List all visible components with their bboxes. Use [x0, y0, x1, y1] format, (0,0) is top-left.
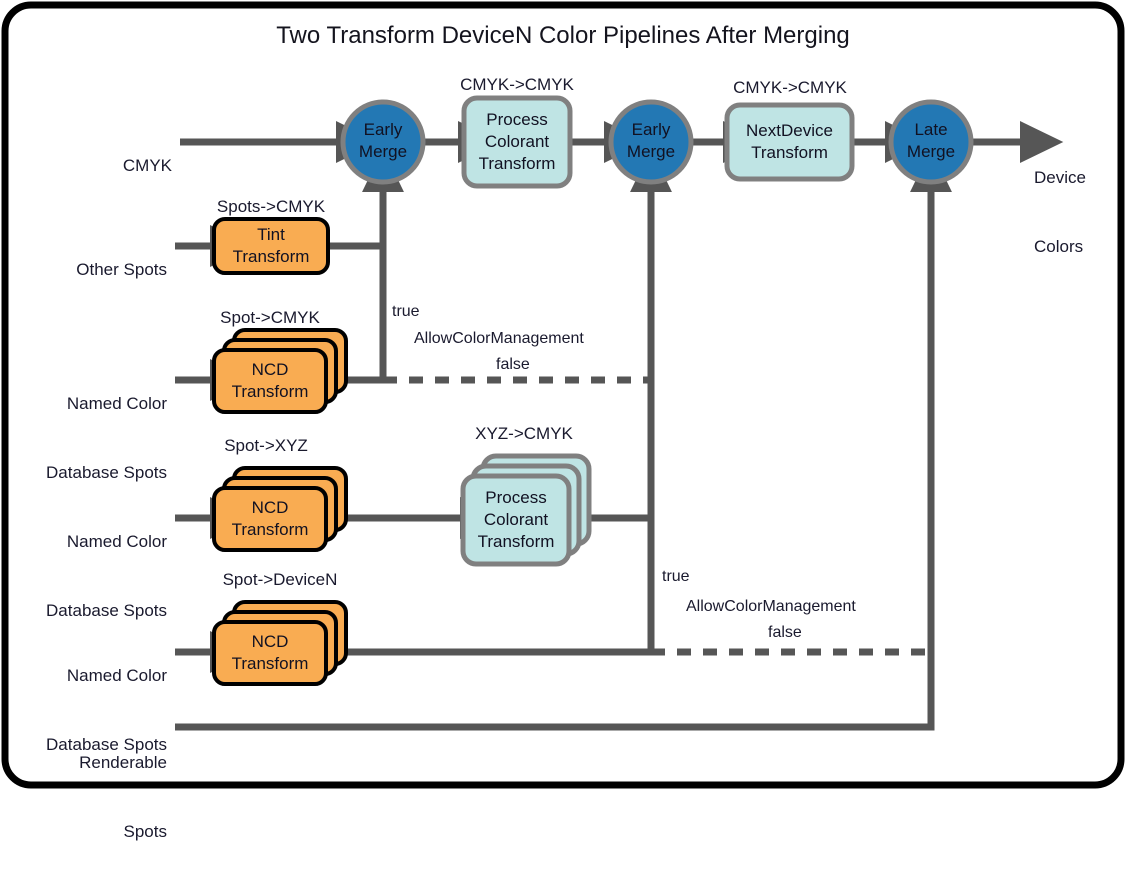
- input-ncds3-line2: Database Spots: [46, 735, 167, 754]
- input-named-color-db-spots-3-label: Named Color Database Spots: [0, 618, 167, 802]
- caption-ncd-transform-xyz: Spot->XYZ: [224, 436, 308, 455]
- page-title: Two Transform DeviceN Color Pipelines Af…: [276, 22, 850, 49]
- output-line1: Device: [1034, 168, 1086, 187]
- input-named-color-db-spots-1-label: Named Color Database Spots: [0, 346, 167, 530]
- caption-next-device-transform: CMYK->CMYK: [733, 78, 847, 97]
- input-renderable-line2: Spots: [123, 822, 167, 841]
- diagram-vector-layer: [1, 1, 1125, 789]
- node-ncd-transform-xyz[interactable]: [212, 466, 348, 552]
- input-ncds1-line1: Named Color: [66, 394, 167, 413]
- node-ncd-transform-devicen[interactable]: [212, 600, 348, 686]
- node-process-colorant-transform-top[interactable]: [461, 95, 573, 189]
- input-cmyk-label: CMYK: [0, 131, 172, 200]
- node-late-merge[interactable]: [888, 99, 974, 185]
- connector-renderable-spots-to-late-merge: [175, 148, 952, 731]
- condition-lower-false: false: [768, 624, 802, 641]
- node-next-device-transform[interactable]: [724, 102, 855, 182]
- node-process-colorant-transform-xyz[interactable]: [460, 453, 592, 567]
- input-renderable-line1: Renderable: [79, 753, 167, 772]
- input-renderable-spots-label: Renderable Spots: [0, 705, 167, 889]
- condition-upper-property: AllowColorManagement: [414, 330, 584, 347]
- input-ncds3-line1: Named Color: [66, 666, 167, 685]
- node-ncd-transform-cmyk[interactable]: [212, 328, 348, 414]
- input-other-spots-label: Other Spots: [0, 235, 167, 304]
- caption-tint-transform: Spots->CMYK: [216, 197, 326, 216]
- input-ncds2-line2: Database Spots: [46, 601, 167, 620]
- node-early-merge-1[interactable]: [340, 99, 426, 185]
- input-ncds1-line2: Database Spots: [46, 463, 167, 482]
- output-line2: Colors: [1034, 237, 1084, 256]
- condition-lower-property: AllowColorManagement: [686, 598, 856, 615]
- diagram-frame: [1, 1, 1125, 789]
- diagram-canvas: Two Transform DeviceN Color Pipelines Af…: [0, 1, 1126, 841]
- caption-process-colorant-transform-xyz: XYZ->CMYK: [475, 424, 573, 443]
- caption-process-colorant-transform-top: CMYK->CMYK: [460, 75, 574, 94]
- input-ncds2-line1: Named Color: [66, 532, 167, 551]
- caption-ncd-transform-devicen: Spot->DeviceN: [222, 570, 338, 589]
- node-tint-transform[interactable]: [212, 217, 330, 275]
- caption-ncd-transform-cmyk: Spot->CMYK: [220, 308, 320, 327]
- input-other-spots-line1: Other Spots: [76, 260, 167, 279]
- node-early-merge-2[interactable]: [608, 99, 694, 185]
- input-named-color-db-spots-2-label: Named Color Database Spots: [0, 484, 167, 668]
- condition-lower-true: true: [662, 568, 690, 585]
- input-cmyk-line1: CMYK: [122, 156, 172, 175]
- output-device-colors-label: Device Colors: [1034, 120, 1126, 304]
- condition-upper-true: true: [392, 303, 420, 320]
- condition-upper-false: false: [496, 356, 530, 373]
